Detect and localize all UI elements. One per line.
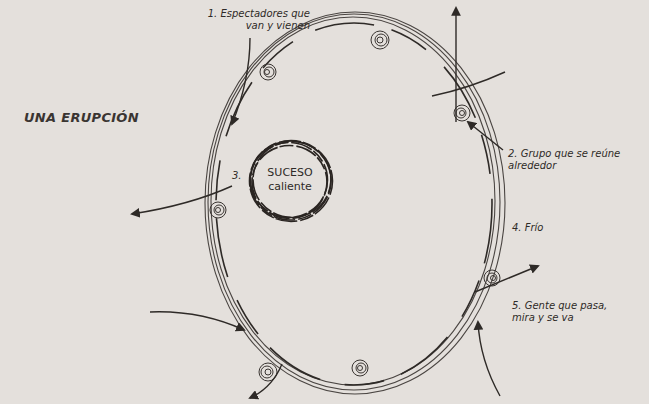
callout-label: 2. Grupo que se reúne alrededor [508,148,640,172]
node-label: SUCESO caliente [260,166,320,194]
movement-arrows [132,8,538,398]
event-circle: SUCESO caliente [247,137,334,224]
callout-label: 4. Frío [512,222,592,234]
callout-label: 5. Gente que pasa, mira y se va [512,300,632,324]
diagram-title: UNA ERUPCIÓN [24,110,139,125]
crowd-ring [205,12,505,394]
node-text: SUCESO caliente [260,166,320,194]
callout-label: 1. Espectadores que van y vienen [196,8,310,32]
